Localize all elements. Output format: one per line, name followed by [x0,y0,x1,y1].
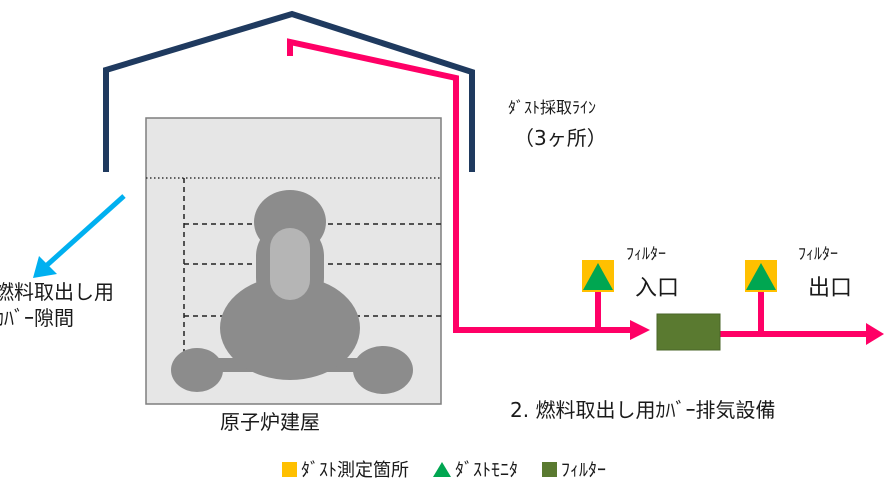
yellow-square-icon [282,461,297,477]
legend: ﾀﾞｽﾄ測定箇所 ﾀﾞｽﾄﾓﾆﾀ ﾌｨﾙﾀｰ [282,456,630,482]
filter-outlet-small-label: ﾌｨﾙﾀｰ [798,244,839,263]
dust-sampling-pipe [287,38,640,333]
legend-filter-label: ﾌｨﾙﾀｰ [561,460,606,481]
cover-gap-label-line1: 燃料取出し用 [0,280,114,304]
dust-line-count-label: （3ヶ所） [514,126,607,150]
leak-arrow-head [33,256,57,278]
leak-arrow-line [44,194,126,268]
reactor-building-label: 原子炉建屋 [220,410,320,434]
legend-dust-point-label: ﾀﾞｽﾄ測定箇所 [301,460,409,481]
pipe-arrow-head-1 [630,320,650,340]
green-triangle-icon [433,461,451,477]
pipe-arrow-head-2 [866,323,884,345]
dust-line-label: ﾀﾞｽﾄ採取ﾗｲﾝ [508,98,597,117]
reactor-core [270,228,310,300]
green-square-icon [542,461,557,477]
legend-dust-monitor: ﾀﾞｽﾄﾓﾆﾀ [433,456,518,482]
filter-outlet-label: 出口 [808,276,853,301]
filter-block [656,313,721,351]
fuel-cover-outline [103,10,475,172]
exhaust-equipment-label: 2. 燃料取出し用ｶﾊﾞｰ排気設備 [510,398,776,422]
legend-dust-point: ﾀﾞｽﾄ測定箇所 [282,456,409,482]
outlet-measurement-point [745,260,777,292]
filter-inlet-small-label: ﾌｨﾙﾀｰ [626,244,667,263]
cover-gap-label-line2: ｶﾊﾞｰ隙間 [0,306,74,330]
inlet-measurement-point [582,260,614,292]
legend-filter: ﾌｨﾙﾀｰ [542,456,606,482]
filter-inlet-label: 入口 [635,276,680,301]
legend-dust-monitor-label: ﾀﾞｽﾄﾓﾆﾀ [455,460,518,481]
